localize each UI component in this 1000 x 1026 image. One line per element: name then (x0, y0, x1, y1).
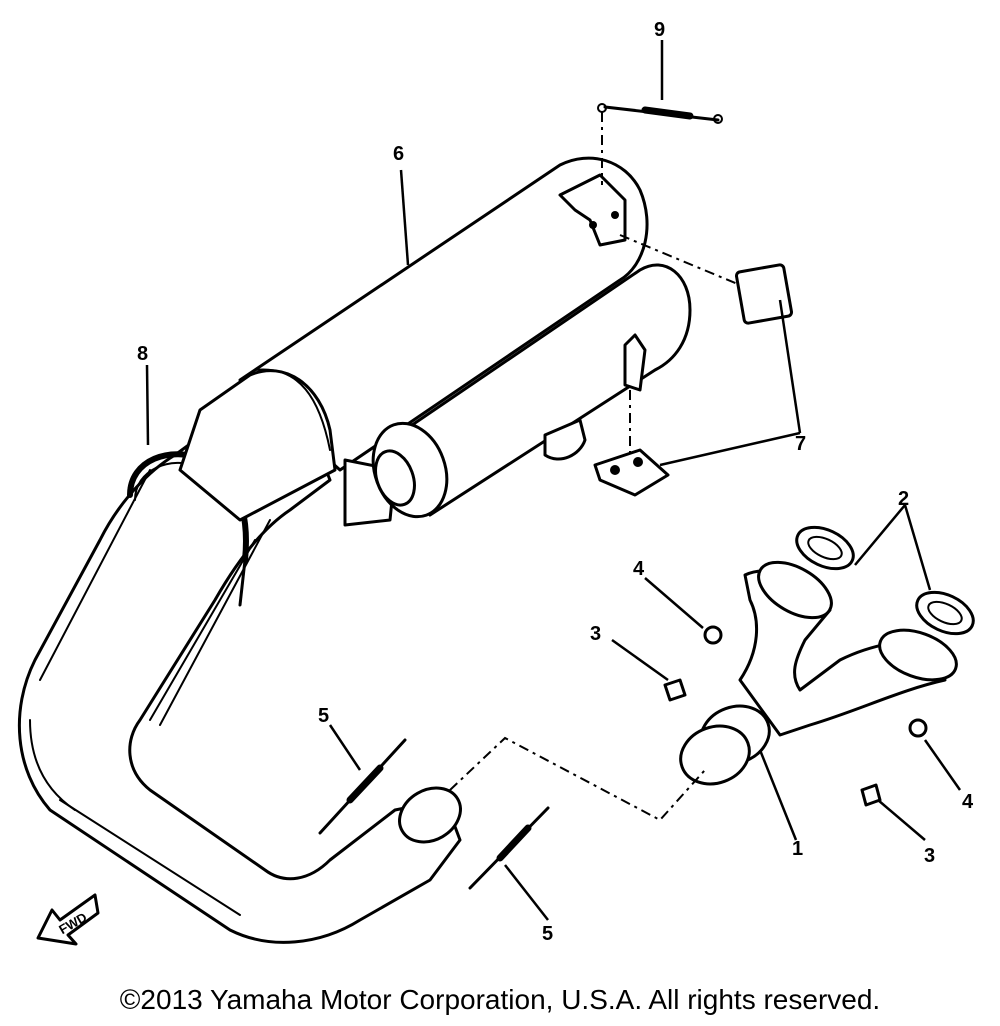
spring (597, 103, 723, 124)
callout-numbers: 1 2 3 3 4 4 5 5 6 7 8 9 (137, 19, 974, 945)
muffler (178, 156, 692, 527)
callout-2: 2 (898, 488, 909, 510)
callout-8: 8 (137, 343, 148, 365)
callout-3-left: 3 (590, 623, 601, 645)
callout-7: 7 (795, 433, 806, 455)
copyright-notice: ©2013 Yamaha Motor Corporation, U.S.A. A… (119, 984, 881, 1015)
callout-4-right: 4 (962, 791, 974, 813)
callout-5-lower: 5 (542, 923, 553, 945)
exhaust-system-diagram: FWD 1 2 3 3 4 4 5 5 6 7 8 9 (17, 19, 975, 946)
alignment-lines (449, 112, 741, 822)
callout-3-right: 3 (924, 845, 935, 867)
springs-lower (318, 738, 550, 890)
leader-lines (145, 40, 962, 921)
exhaust-pipe (17, 398, 462, 944)
callout-1: 1 (792, 838, 803, 860)
muffler-bracket (593, 263, 794, 497)
callout-4-left: 4 (633, 558, 645, 580)
bolts-and-washers (663, 625, 928, 807)
forward-direction-arrow: FWD (36, 893, 100, 946)
callout-9: 9 (654, 19, 665, 41)
callout-5-upper: 5 (318, 705, 329, 727)
callout-6: 6 (393, 143, 404, 165)
gaskets (795, 525, 975, 636)
exhaust-joint (679, 560, 958, 786)
